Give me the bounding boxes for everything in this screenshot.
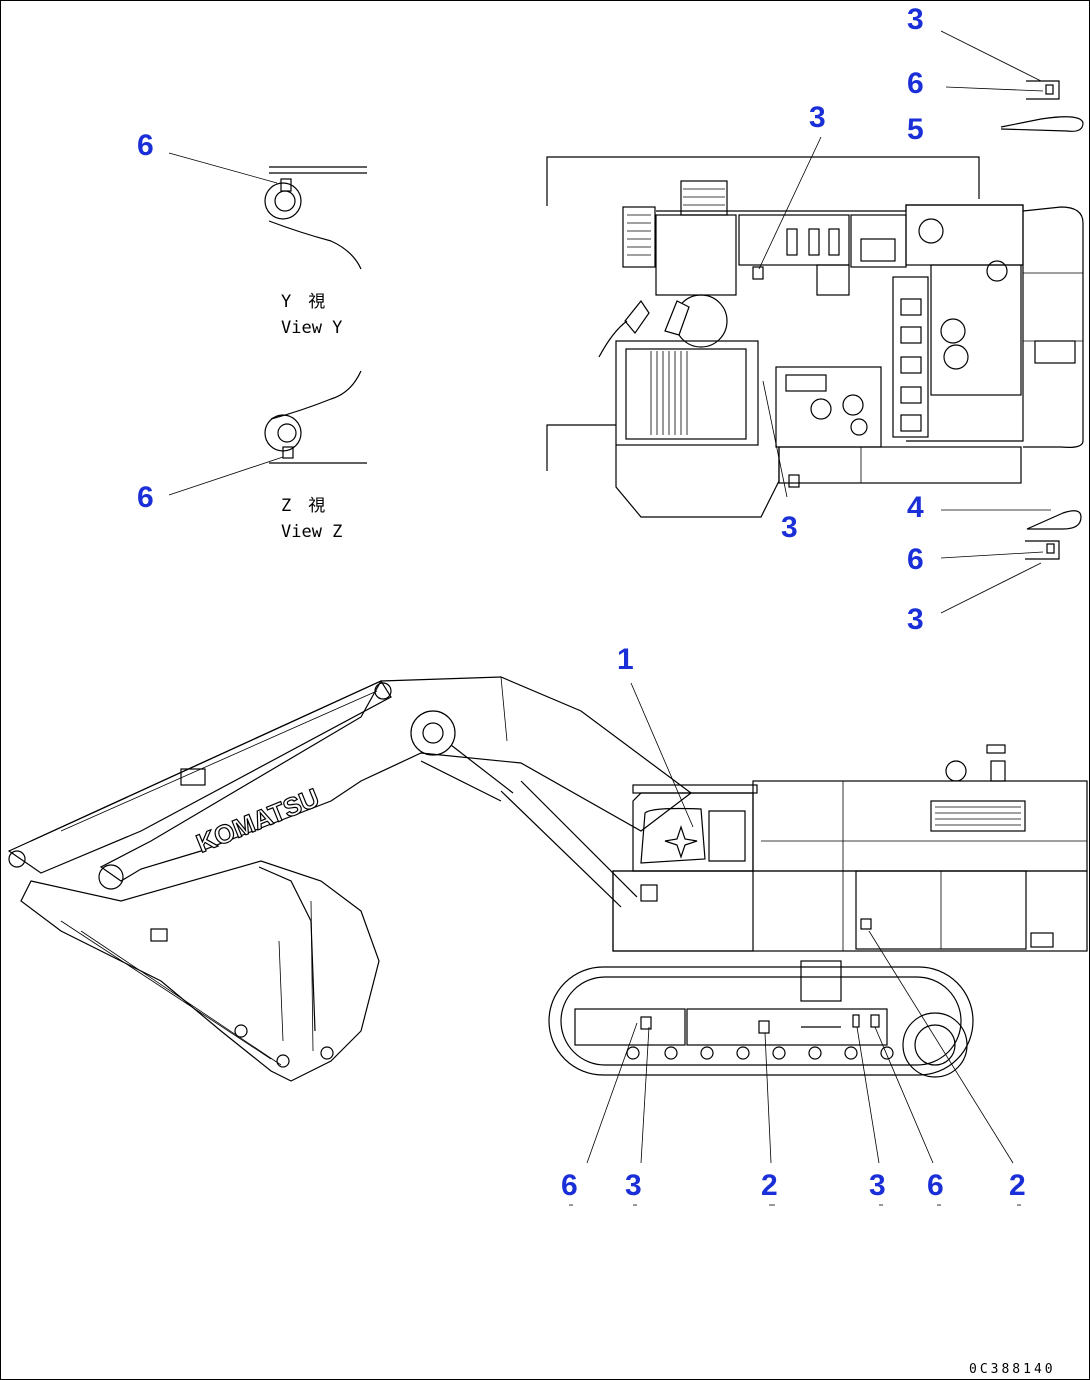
callout-plan-3b: 3 <box>781 511 798 544</box>
plan-view <box>546 136 1084 518</box>
callout-view-y-6: 6 <box>137 129 154 162</box>
callout-view-z-6: 6 <box>137 481 154 514</box>
callout-bottom-2b: 2 <box>1009 1169 1026 1202</box>
detail-top-right <box>940 30 1084 132</box>
callout-top-3: 3 <box>907 3 924 36</box>
callout-numbers: 3 6 5 3 6 6 3 4 6 3 1 6 3 2 3 6 2 <box>137 3 1026 1202</box>
callout-bottom-6a: 6 <box>561 1169 578 1202</box>
callout-plan-3a: 3 <box>809 101 826 134</box>
drawing-reference: 0C388140 <box>969 1362 1056 1377</box>
view-labels: Y 視 View Y Z 視 View Z <box>281 292 342 542</box>
callout-top-6: 6 <box>907 67 924 100</box>
side-view-excavator: KOMATSU <box>7 676 1088 1206</box>
view-y-label-jp: Y 視 <box>281 292 325 312</box>
callout-right-3: 3 <box>907 603 924 636</box>
view-y-label-en: View Y <box>281 318 342 338</box>
view-z-label-en: View Z <box>281 522 342 542</box>
callout-bottom-3a: 3 <box>625 1169 642 1202</box>
callout-right-4: 4 <box>907 491 924 524</box>
callout-bottom-2a: 2 <box>761 1169 778 1202</box>
callout-right-6: 6 <box>907 543 924 576</box>
callout-bottom-3b: 3 <box>869 1169 886 1202</box>
detail-right <box>940 509 1082 614</box>
view-z-label-jp: Z 視 <box>281 496 325 516</box>
view-y-detail <box>168 152 367 270</box>
callout-bottom-6b: 6 <box>927 1169 944 1202</box>
callout-top-5: 5 <box>907 113 924 146</box>
view-z-detail <box>168 370 367 496</box>
callout-side-1: 1 <box>617 643 634 676</box>
